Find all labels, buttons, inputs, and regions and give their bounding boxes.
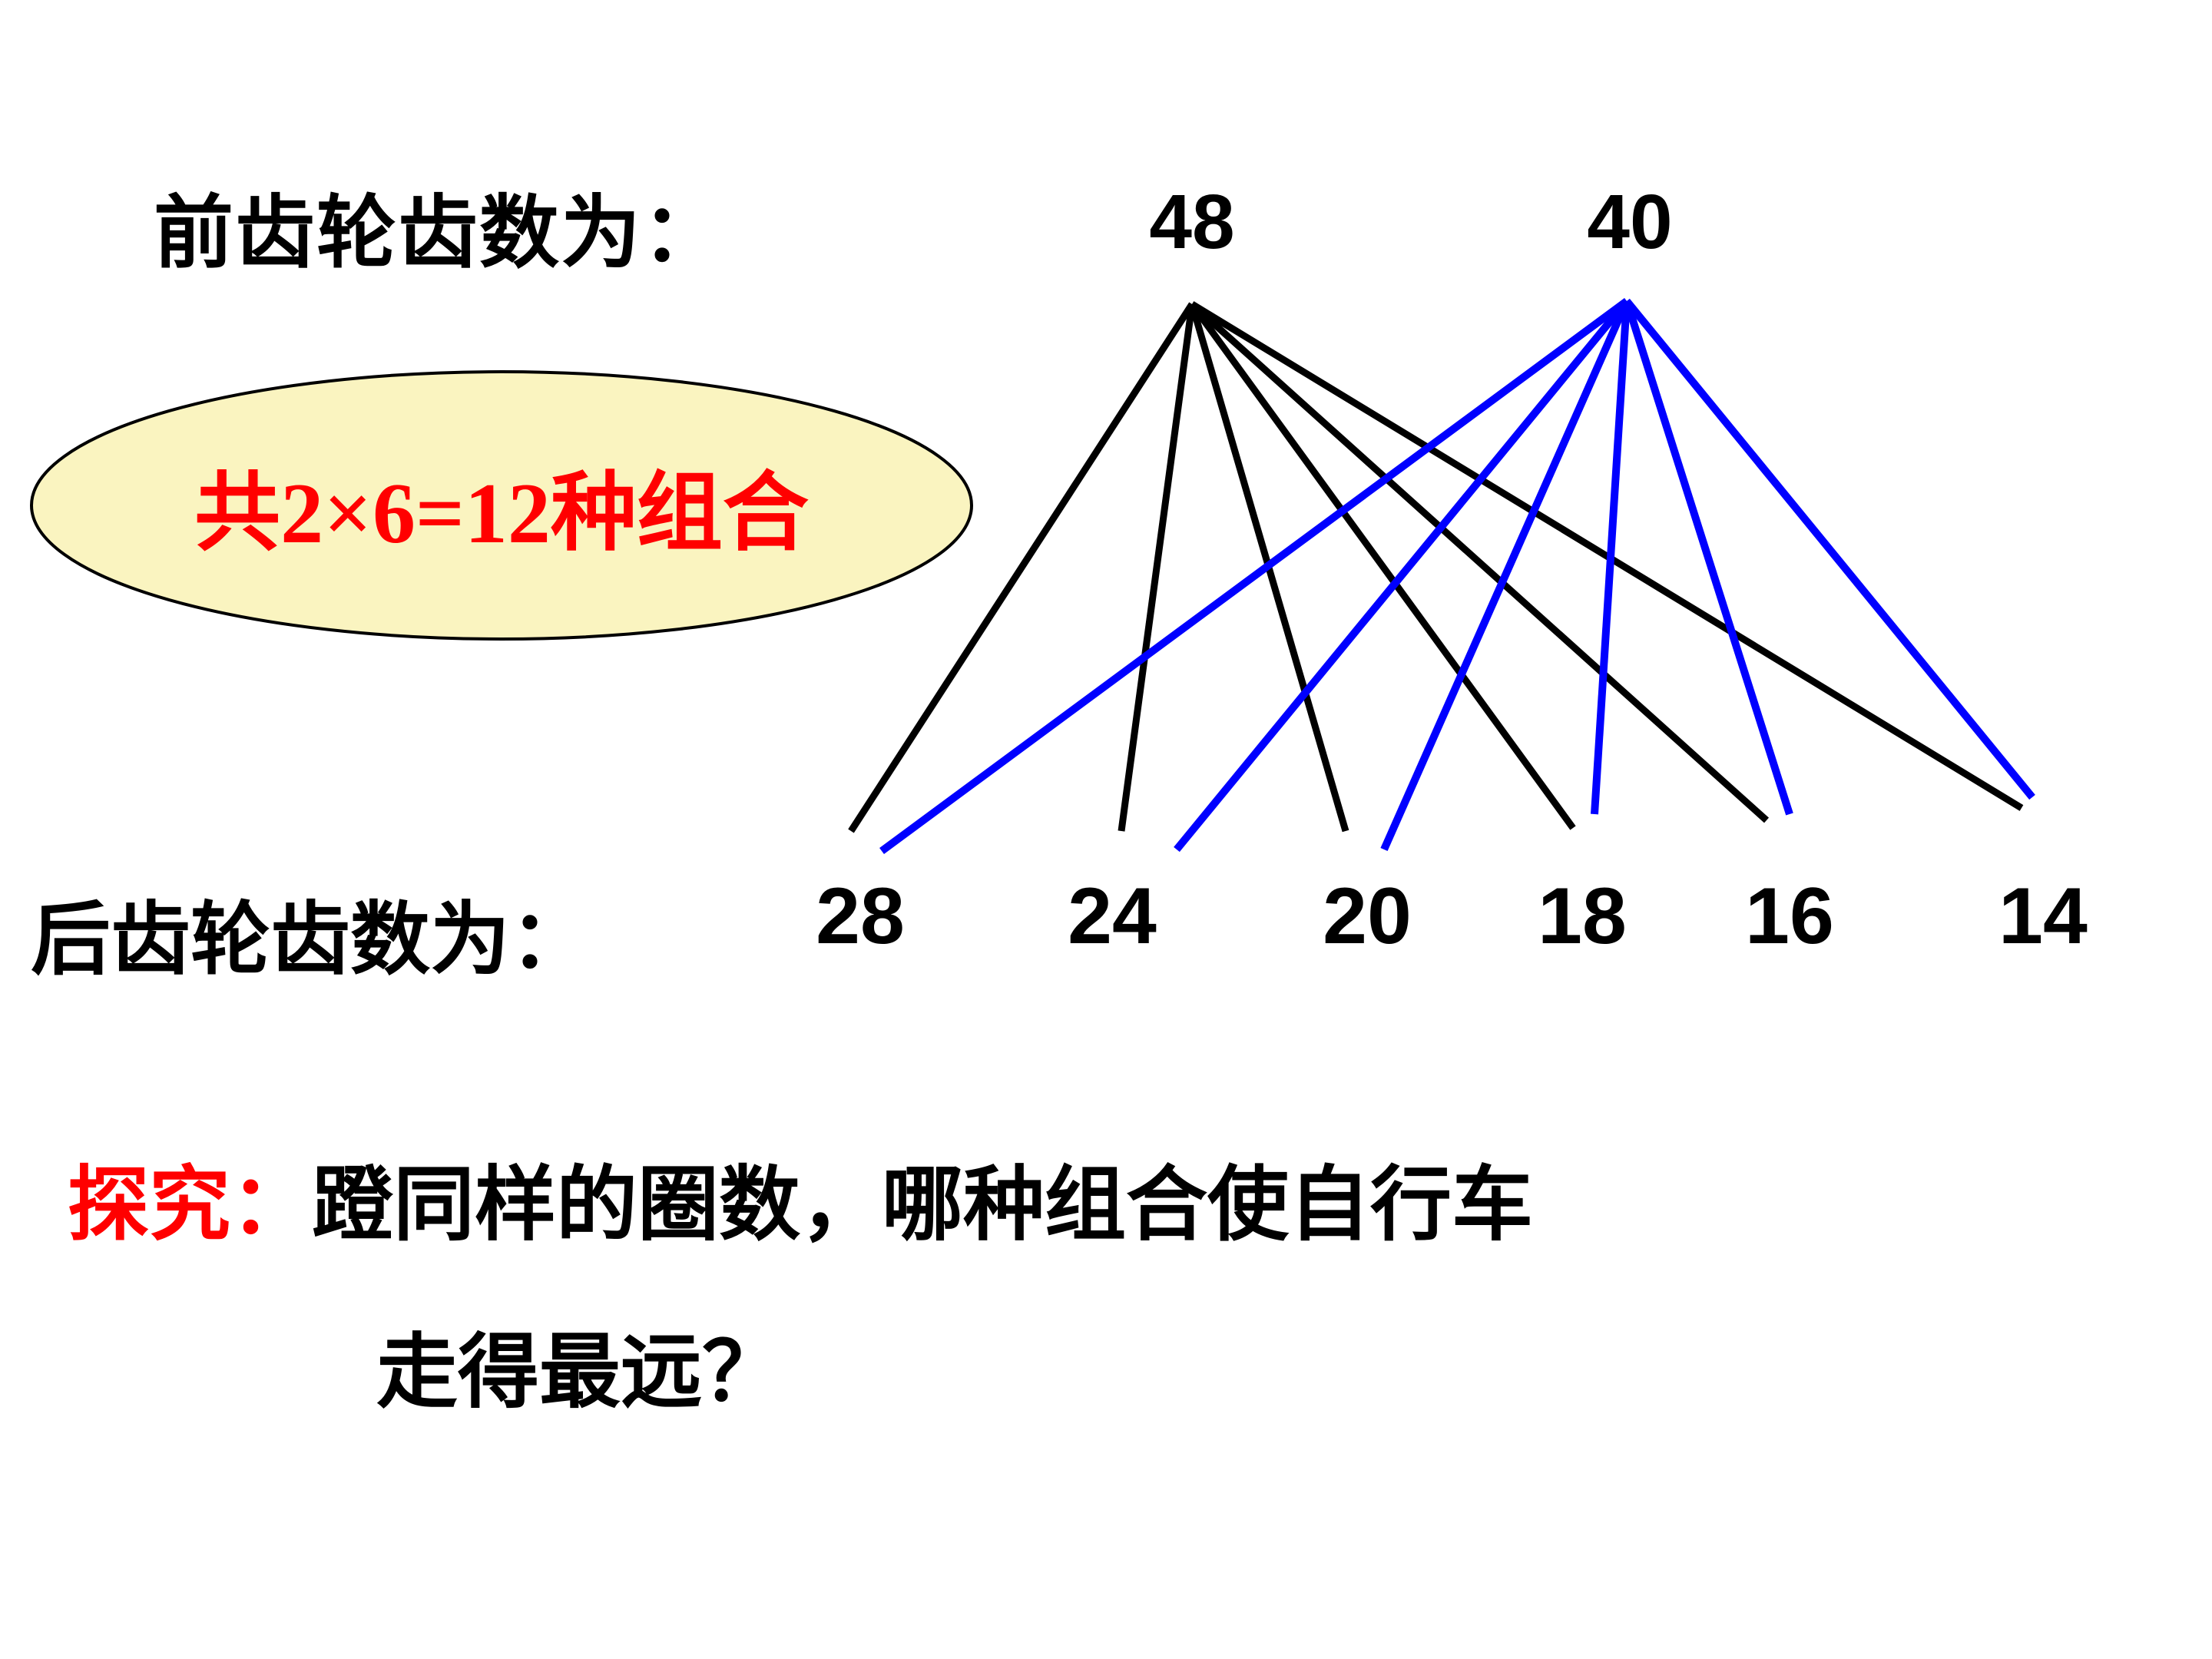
question-line-1: 探究：蹬同样的圈数，哪种组合使自行车	[68, 1138, 1533, 1257]
question-line-2: 走得最远？	[376, 1328, 783, 1418]
rear-gear-label: 后齿轮齿数为：	[31, 896, 591, 985]
black-connector-2	[1118, 303, 1196, 832]
combination-count-text: 共2×6=12种组合	[194, 466, 809, 561]
blue-connector-lines	[879, 297, 2035, 855]
question-prompt: 探究：	[68, 1161, 312, 1250]
blue-connector-6	[1624, 298, 2035, 800]
combination-callout: 共2×6=12种组合	[29, 370, 974, 641]
blue-connector-2	[1174, 298, 1630, 853]
black-connector-lines	[848, 301, 2024, 833]
blue-connector-5	[1623, 300, 1793, 816]
rear-gear-value-18: 18	[1538, 872, 1627, 961]
ellipse-shape	[30, 370, 973, 641]
rear-gear-value-20: 20	[1323, 872, 1412, 961]
front-gear-value-48: 48	[1149, 179, 1235, 265]
black-connector-4	[1189, 302, 1576, 830]
front-gear-value-40: 40	[1587, 179, 1673, 265]
rear-gear-value-16: 16	[1745, 872, 1834, 961]
black-connector-5	[1189, 301, 1770, 823]
blue-connector-3	[1380, 299, 1631, 852]
black-connector-3	[1188, 303, 1349, 833]
blue-connector-4	[1591, 300, 1631, 815]
rear-gear-value-14: 14	[1998, 872, 2088, 961]
blue-connector-1	[879, 297, 1629, 855]
front-gear-label: 前齿轮齿数为：	[154, 190, 724, 278]
rear-gear-value-24: 24	[1068, 872, 1157, 961]
black-connector-6	[1190, 301, 2024, 811]
rear-gear-value-28: 28	[816, 872, 905, 961]
question-body-line-1: 蹬同样的圈数，哪种组合使自行车	[312, 1161, 1533, 1250]
